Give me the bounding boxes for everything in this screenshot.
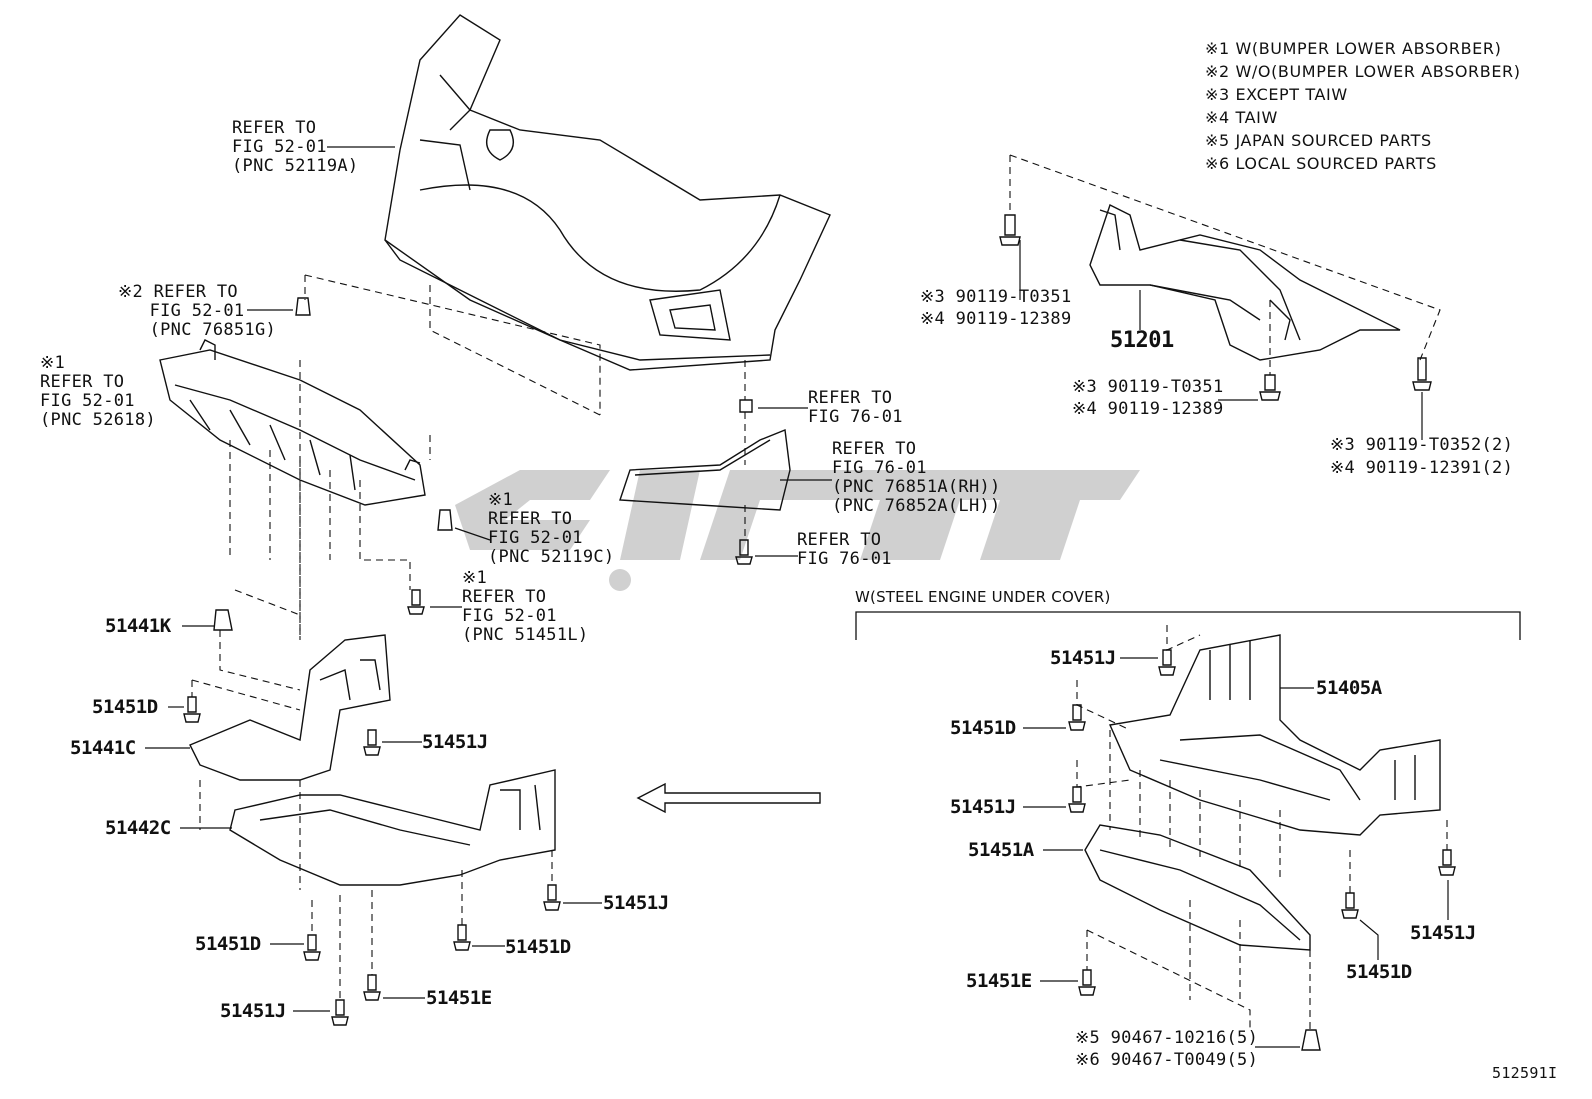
note-1: ※1 W(BUMPER LOWER ABSORBER) (1205, 39, 1502, 58)
steel-part-51451j-b: 51451J (950, 796, 1016, 818)
crossmember-bolt-mid: ※3 90119-T0351 ※4 90119-12389 (1072, 377, 1224, 419)
part-51451j-b: 51451J (603, 892, 669, 914)
part-51441k: 51441K (105, 615, 171, 637)
part-51451d-b: 51451D (195, 933, 261, 955)
steel-part-51451a: 51451A (968, 839, 1034, 861)
steel-part-51451j-a: 51451J (1050, 647, 1116, 669)
ref-bumper: REFER TO FIG 52-01 (PNC 52119A) (232, 118, 359, 176)
steel-part-51451e: 51451E (966, 970, 1032, 992)
steel-part-51451d-a: 51451D (950, 717, 1016, 739)
part-51451j-a: 51451J (422, 731, 488, 753)
assembly-lines (191, 154, 1448, 1030)
part-51451d-a: 51451D (92, 696, 158, 718)
direction-arrow (636, 782, 821, 814)
ref-retainer: ※2 REFER TO FIG 52-01 (PNC 76851G) (118, 282, 277, 340)
ref-fig76-clip: REFER TO FIG 76-01 (808, 388, 903, 427)
steel-part-51405a: 51405A (1316, 677, 1382, 699)
note-5: ※5 JAPAN SOURCED PARTS (1205, 131, 1432, 150)
part-51201: 51201 (1110, 328, 1174, 353)
steel-section-bracket (855, 611, 1521, 640)
front-bumper (384, 14, 831, 371)
watermark-logo (455, 470, 1140, 591)
ref-spoiler: REFER TO FIG 76-01 (PNC 76851A(RH)) (PNC… (832, 439, 1001, 516)
crossmember-bolt-right: ※3 90119-T0352(2) ※4 90119-12391(2) (1330, 435, 1514, 478)
cover-51442c (229, 769, 556, 886)
part-51442c: 51442C (105, 817, 171, 839)
note-3: ※3 EXCEPT TAIW (1205, 85, 1348, 104)
ref-fig76-bolt: REFER TO FIG 76-01 (797, 530, 892, 569)
part-51441c: 51441C (70, 737, 136, 759)
bumper-lower-absorber (159, 339, 426, 506)
steel-screws: ※5 90467-10216(5) ※6 90467-T0049(5) (1075, 1028, 1259, 1070)
figure-id: 512591I (1492, 1064, 1558, 1082)
crossmember-bolt-top: ※3 90119-T0351 ※4 90119-12389 (920, 287, 1072, 329)
steel-part-51451d-b: 51451D (1346, 961, 1412, 983)
ref-clip-52119c: ※1 REFER TO FIG 52-01 (PNC 52119C) (488, 490, 615, 567)
fasteners (183, 214, 1456, 1051)
part-51451e: 51451E (426, 987, 492, 1009)
part-51451j-c: 51451J (220, 1000, 286, 1022)
note-4: ※4 TAIW (1205, 108, 1278, 127)
ref-absorber: ※1 REFER TO FIG 52-01 (PNC 52618) (40, 353, 156, 430)
note-2: ※2 W/O(BUMPER LOWER ABSORBER) (1205, 62, 1521, 81)
steel-section-title: W(STEEL ENGINE UNDER COVER) (855, 588, 1111, 606)
cover-51441c (189, 634, 391, 781)
part-51451d-c: 51451D (505, 936, 571, 958)
steel-part-51451j-c: 51451J (1410, 922, 1476, 944)
crossmember (1089, 204, 1401, 361)
ref-clip-51451l: ※1 REFER TO FIG 52-01 (PNC 51451L) (462, 568, 589, 645)
steel-cover-51405a (1108, 634, 1441, 836)
spoiler (619, 429, 791, 511)
note-6: ※6 LOCAL SOURCED PARTS (1205, 154, 1437, 173)
leader-lines (145, 146, 1449, 1048)
cover-51451a (1084, 824, 1311, 951)
